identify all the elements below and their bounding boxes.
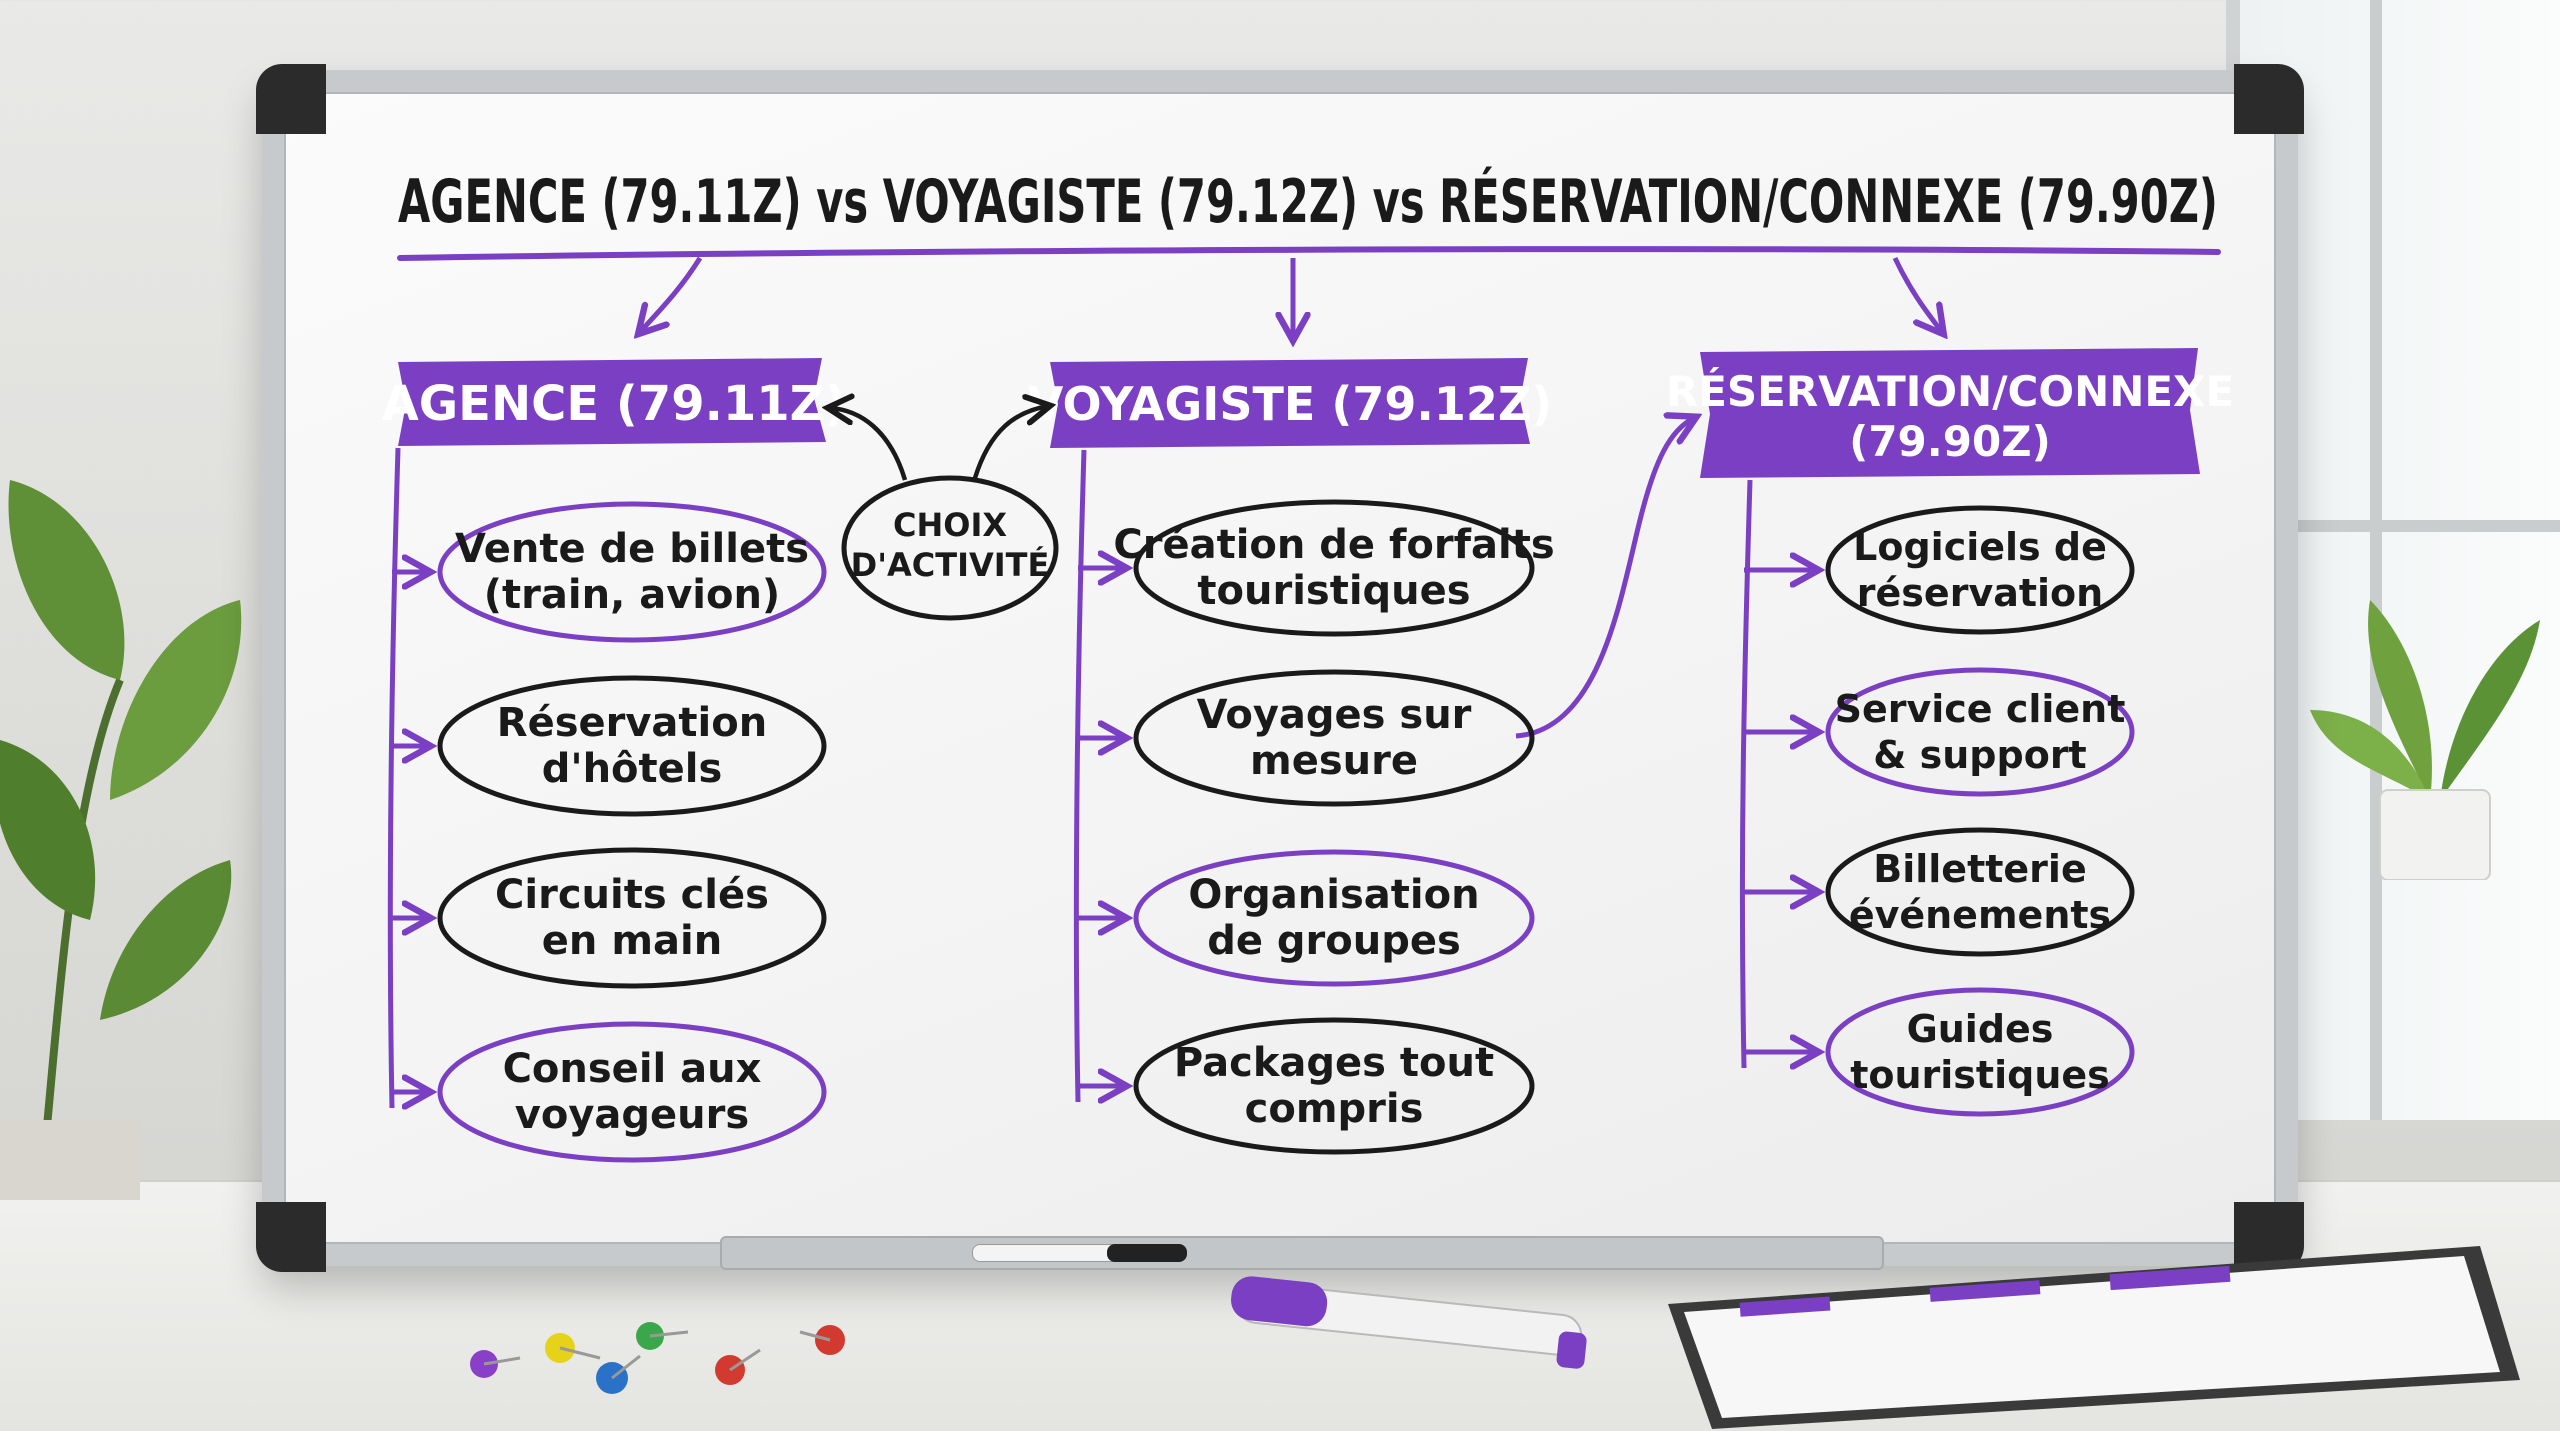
item-ellipse <box>1133 849 1535 987</box>
pushpin-icon <box>596 1354 641 1394</box>
banner-agence <box>398 358 826 446</box>
item-label: voyageurs <box>515 1092 749 1138</box>
item-label: de groupes <box>1207 918 1461 964</box>
cross-arrow <box>1515 418 1694 739</box>
item-label: événements <box>1849 893 2111 937</box>
banner-agence-label: AGENCE (79.11Z) <box>382 376 847 432</box>
column-spine <box>387 447 401 1109</box>
item-label: Logiciels de <box>1853 525 2107 569</box>
item-ellipse <box>1133 1017 1535 1155</box>
column-spine <box>1073 449 1087 1103</box>
window-rail <box>2240 520 2560 532</box>
pushpin-icon <box>799 1325 845 1355</box>
item-label: (train, avion) <box>484 572 780 618</box>
item-ellipse <box>1825 987 2135 1117</box>
choice-arrow-left <box>830 408 908 481</box>
item-label: Réservation <box>497 700 767 746</box>
banner-voyagiste <box>1050 358 1530 448</box>
item-label: Billetterie <box>1873 847 2086 891</box>
item-ellipse <box>1825 667 2135 797</box>
item-label: d'hôtels <box>542 746 723 792</box>
item-label: Création de forfaits <box>1113 522 1554 568</box>
banner-reservation-label-1: RÉSERVATION/CONNEXE <box>1666 366 2234 416</box>
item-label: réservation <box>1857 571 2103 615</box>
pushpin-icon <box>470 1350 521 1378</box>
item-ellipse <box>1825 505 2135 635</box>
desk-props <box>470 1246 2520 1429</box>
choice-bubble <box>841 475 1059 621</box>
item-label: mesure <box>1250 738 1418 784</box>
plant-left <box>0 480 242 1200</box>
tablet <box>1668 1246 2520 1429</box>
item-ellipse <box>437 1021 827 1163</box>
item-ellipse <box>1825 827 2135 957</box>
pushpin-icon <box>636 1322 689 1350</box>
tray-marker <box>972 1244 1187 1262</box>
item-label: Conseil aux <box>503 1046 762 1092</box>
title-underline <box>397 246 2221 261</box>
item-ellipse <box>437 675 827 817</box>
board-corner <box>256 64 326 134</box>
item-ellipse <box>1133 669 1535 807</box>
item-ellipse <box>1133 499 1535 637</box>
board-corner <box>2234 64 2304 134</box>
item-ellipse <box>437 847 827 989</box>
item-label: en main <box>542 918 722 964</box>
purple-marker <box>1231 1276 1587 1369</box>
whiteboard-surface <box>284 92 2276 1244</box>
item-label: touristiques <box>1197 568 1470 614</box>
banner-reservation <box>1700 348 2200 478</box>
item-label: Organisation <box>1188 872 1479 918</box>
item-ellipse <box>437 501 827 643</box>
item-label: & support <box>1873 733 2086 777</box>
diagram-title: AGENCE (79.11Z) vs VOYAGISTE (79.12Z) vs… <box>398 165 2218 237</box>
pushpin-icon <box>715 1348 761 1385</box>
choice-label-line-1: CHOIX <box>893 506 1007 544</box>
choice-arrow-right <box>972 406 1048 479</box>
banner-reservation-label-2: (79.90Z) <box>1849 417 2051 466</box>
item-label: Voyages sur <box>1197 692 1472 738</box>
columns-layer: Vente de billets(train, avion) Réservatio… <box>387 447 2135 1163</box>
plant-right <box>2310 600 2540 880</box>
marker-tray <box>720 1236 1884 1270</box>
pushpin-icon <box>545 1333 601 1363</box>
item-label: Vente de billets <box>455 526 809 572</box>
banner-voyagiste-label: VOYAGISTE (79.12Z) <box>1028 377 1553 431</box>
item-label: compris <box>1245 1086 1424 1132</box>
item-label: Circuits clés <box>495 872 769 918</box>
item-label: Guides <box>1907 1007 2054 1051</box>
board-corner <box>256 1202 326 1272</box>
item-label: Service client <box>1835 687 2126 731</box>
arrow-to-agence <box>640 256 703 332</box>
column-spine <box>1739 479 1753 1069</box>
item-label: Packages tout <box>1174 1040 1494 1086</box>
whiteboard <box>256 64 2304 1272</box>
item-label: touristiques <box>1850 1053 2110 1097</box>
choice-label-line-2: D'ACTIVITÉ <box>851 546 1050 584</box>
arrow-to-reservation <box>1892 256 1942 332</box>
